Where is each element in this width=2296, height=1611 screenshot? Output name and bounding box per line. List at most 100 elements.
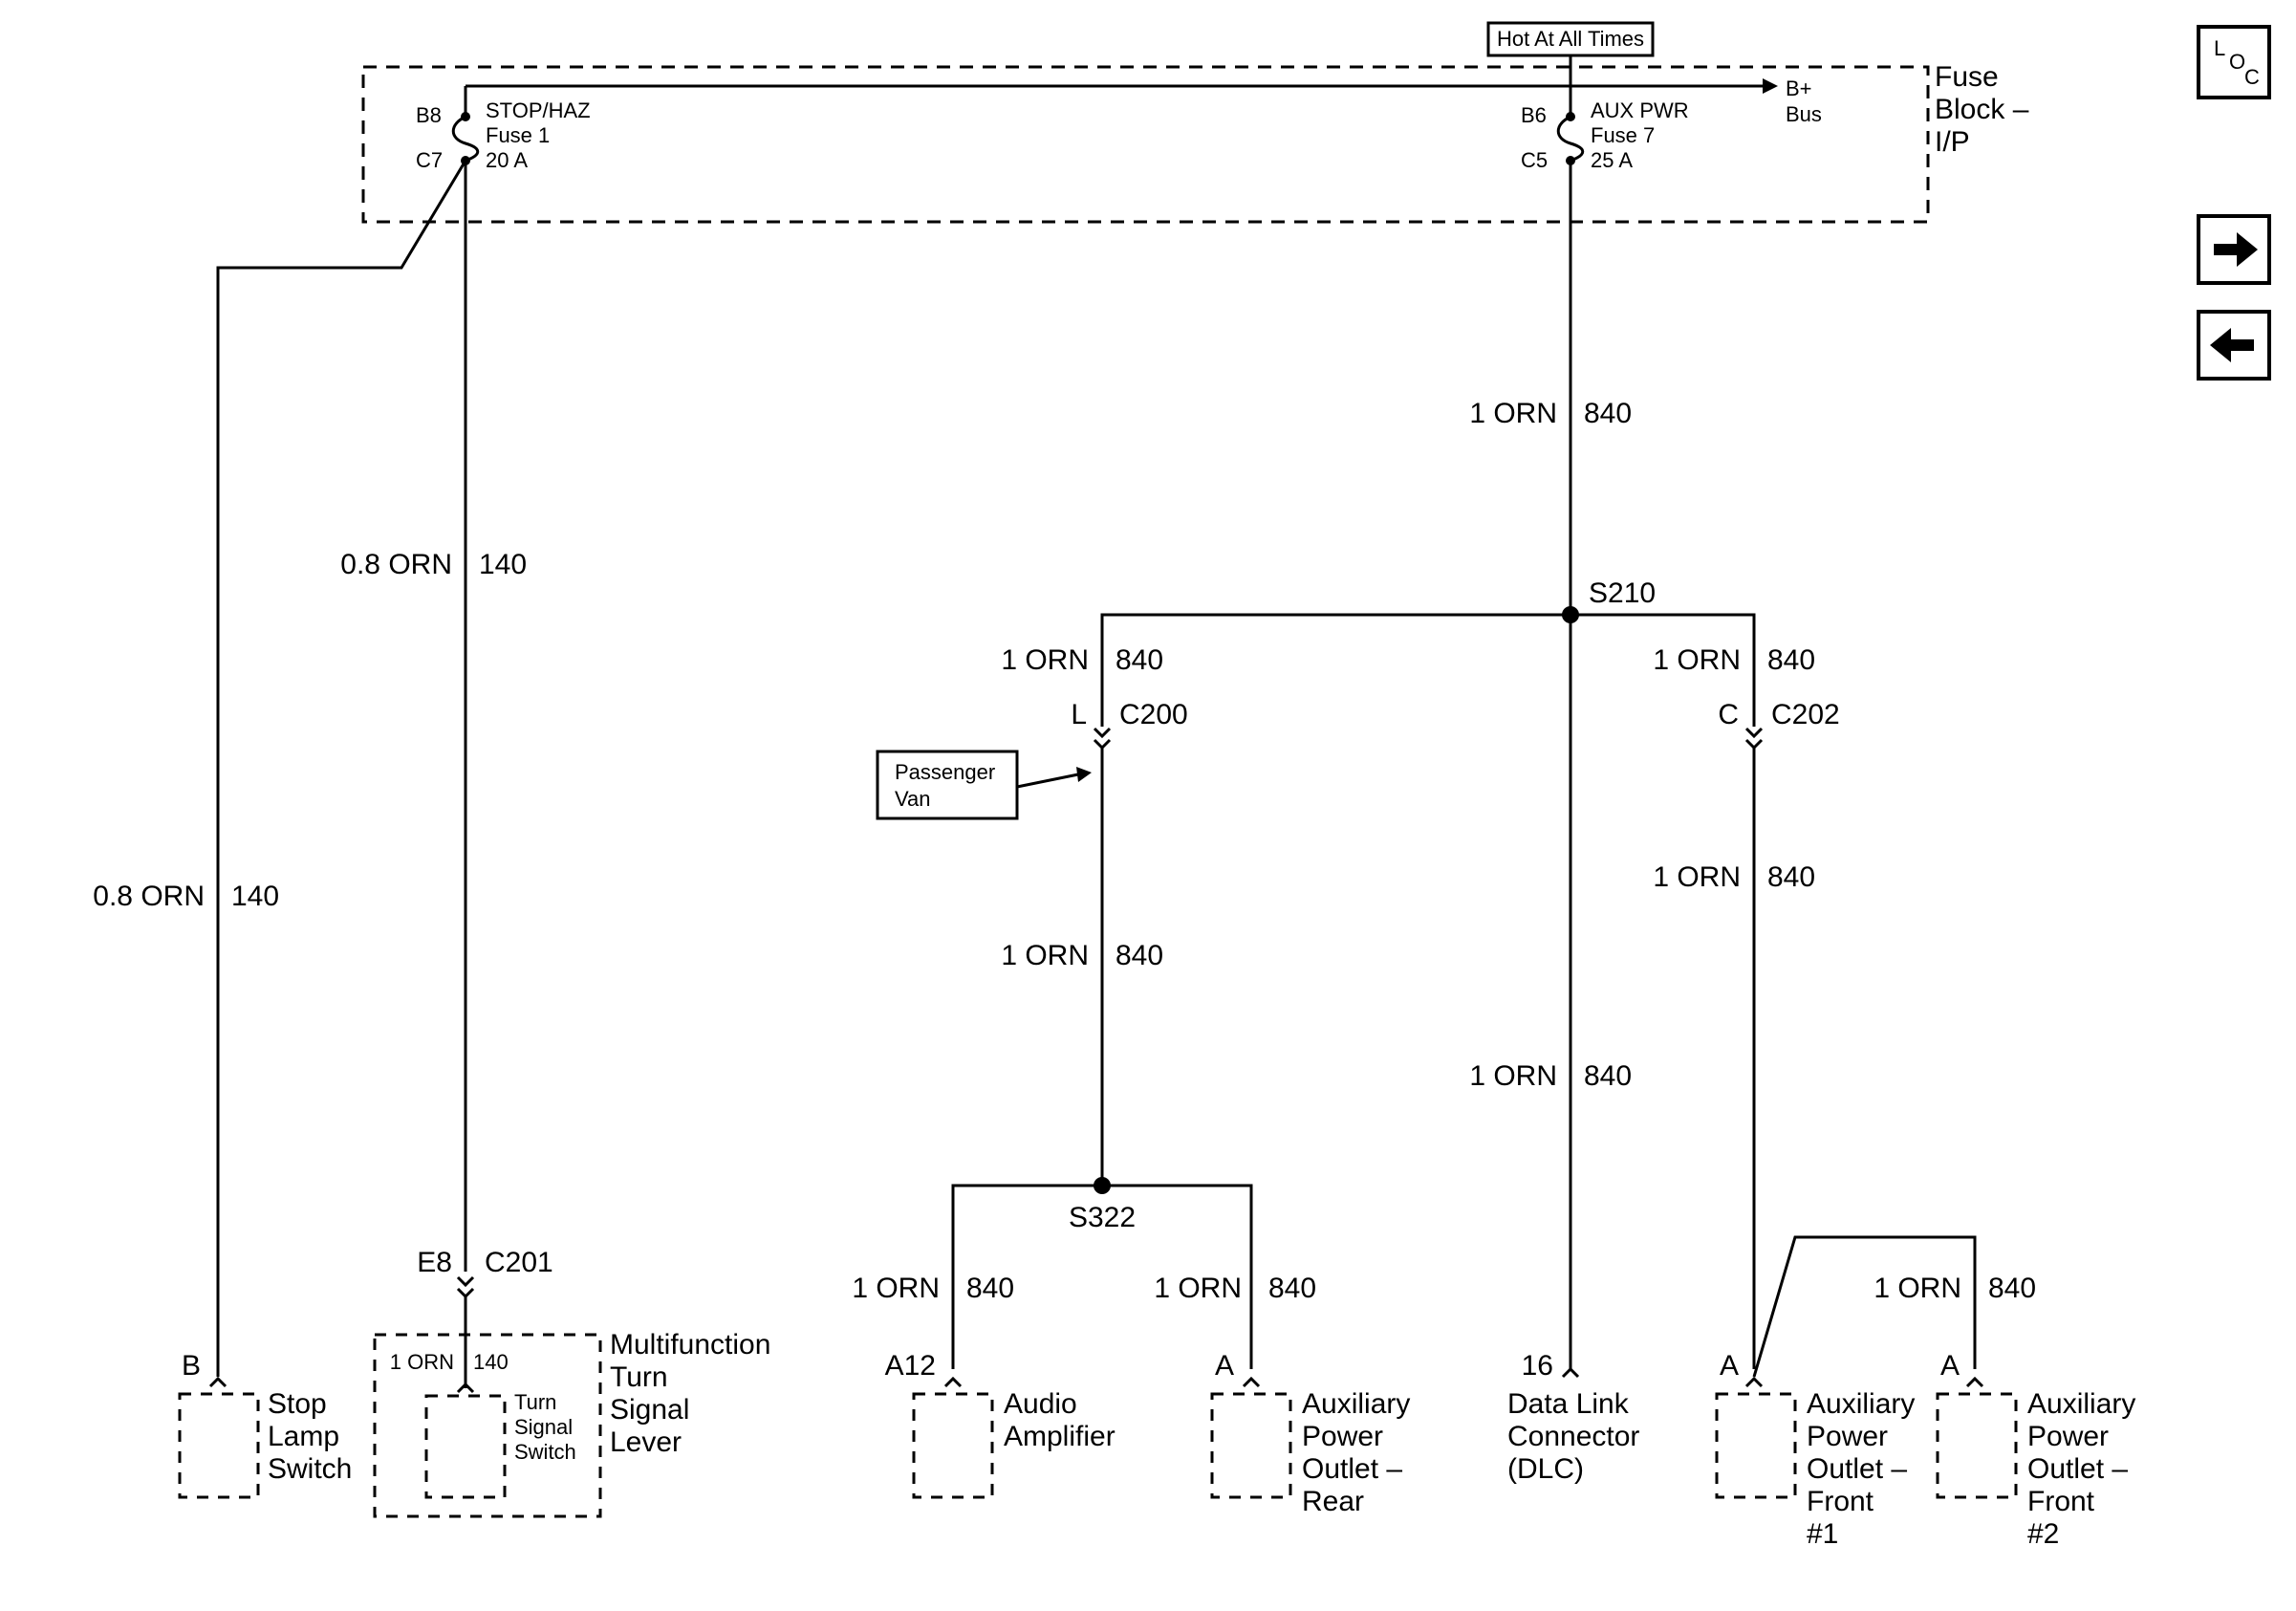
aux-rear-name-2: Power [1302, 1421, 1383, 1452]
aux-rear-name-4: Rear [1302, 1486, 1364, 1517]
inner-wire-circuit: 140 [473, 1350, 509, 1374]
turn-signal-name-1: Turn [514, 1390, 556, 1414]
wire-label-gauge: 0.8 ORN [93, 881, 205, 912]
dlc-name-3: (DLC) [1507, 1453, 1584, 1485]
wire-label-gauge: 0.8 ORN [340, 549, 452, 580]
fuse1-symbol [451, 86, 480, 163]
fuse-block-outline [361, 65, 1930, 224]
wire-label-gauge: 1 ORN [1874, 1273, 1961, 1304]
wire-label-circuit: 840 [1584, 398, 1632, 429]
aux-rear-name-3: Outlet – [1302, 1453, 1402, 1485]
fuse-block-label-1: Fuse [1935, 61, 1999, 93]
passenger-van-pointer [1016, 773, 1079, 789]
passenger-van-note-box [876, 750, 1019, 820]
wire-label-circuit: 840 [1767, 644, 1815, 676]
c200-connector-symbol [1093, 727, 1112, 751]
loc-letter-o: O [2229, 50, 2245, 74]
stop-lamp-name-3: Switch [268, 1453, 352, 1485]
fuse1-top-pin: B8 [416, 103, 442, 127]
aux-front1-name-1: Auxiliary [1807, 1388, 1915, 1420]
aux-front2-name-1: Auxiliary [2027, 1388, 2135, 1420]
bus-arrowhead [1763, 78, 1778, 94]
dlc-pin: 16 [1522, 1350, 1553, 1382]
passenger-van-line2: Van [895, 787, 931, 811]
aux-front1-name-4: Front [1807, 1486, 1874, 1517]
wire-840-branches [1100, 613, 1756, 727]
dlc-name-2: Connector [1507, 1421, 1639, 1452]
wire-label-gauge: 1 ORN [1001, 940, 1089, 971]
c200-pin: L [1071, 699, 1087, 730]
wire-label-circuit: 840 [1988, 1273, 2036, 1304]
multifunction-lever-box [373, 1333, 602, 1518]
aux-front1-pin: A [1720, 1350, 1739, 1382]
fuse7-name: AUX PWR [1591, 98, 1689, 122]
wire-label-circuit: 840 [1268, 1273, 1316, 1304]
wire-label-gauge: 1 ORN [1469, 1060, 1557, 1092]
audio-amp-pin-symbol [943, 1376, 963, 1388]
aux-front2-name-2: Power [2027, 1421, 2109, 1452]
aux-front1-name-3: Outlet – [1807, 1453, 1907, 1485]
wire-label-gauge: 1 ORN [852, 1273, 940, 1304]
aux-front2-name-4: Front [2027, 1486, 2095, 1517]
aux-front2-pin: A [1940, 1350, 1960, 1382]
wire-label-circuit: 840 [1767, 861, 1815, 893]
aux-rear-name-1: Auxiliary [1302, 1388, 1410, 1420]
aux-front2-name-5: #2 [2027, 1518, 2059, 1550]
next-page-button[interactable] [2197, 214, 2271, 285]
fuse1-number: Fuse 1 [486, 123, 550, 147]
aux-outlet-front1-box [1715, 1392, 1797, 1499]
wire-label-gauge: 1 ORN [1001, 644, 1089, 676]
aux-front2-name-3: Outlet – [2027, 1453, 2128, 1485]
wire-label-circuit: 140 [231, 881, 279, 912]
c201-pin: E8 [417, 1247, 452, 1278]
wire-label-gauge: 1 ORN [1653, 861, 1741, 893]
multifunction-name-2: Turn [610, 1361, 668, 1393]
c202-connector-symbol [1744, 727, 1764, 751]
inner-wire-gauge: 1 ORN [390, 1350, 454, 1374]
loc-letter-c: C [2244, 65, 2260, 89]
fuse-block-label-2: Block – [1935, 94, 2029, 125]
s210-label: S210 [1589, 577, 1656, 609]
turn-signal-name-2: Signal [514, 1415, 573, 1439]
wire-label-circuit: 840 [1584, 1060, 1632, 1092]
stop-lamp-pin: B [182, 1350, 201, 1382]
audio-amp-name-2: Amplifier [1004, 1421, 1116, 1452]
stop-lamp-pin-symbol [208, 1376, 227, 1388]
wire-label-circuit: 140 [479, 549, 527, 580]
prev-page-button[interactable] [2197, 310, 2271, 381]
hot-at-all-times-label: Hot At All Times [1497, 27, 1644, 51]
c201-name: C201 [485, 1247, 553, 1278]
loc-letter-l: L [2214, 36, 2225, 60]
c202-pin: C [1718, 699, 1739, 730]
wire-840-front2-branch [1752, 1235, 1977, 1378]
aux-front1-pin-symbol [1744, 1376, 1764, 1388]
bus-label-1: B+ [1786, 76, 1812, 100]
wire-140-stop-lamp [216, 160, 467, 1377]
fuse7-rating: 25 A [1591, 148, 1633, 172]
passenger-van-arrowhead [1076, 767, 1092, 782]
audio-amp-pin: A12 [885, 1350, 936, 1382]
multifunction-name-4: Lever [610, 1426, 682, 1458]
stop-lamp-switch-box [178, 1392, 260, 1499]
aux-outlet-rear-box [1210, 1392, 1292, 1499]
fuse1-name: STOP/HAZ [486, 98, 591, 122]
arrow-right-icon [2214, 232, 2258, 267]
loc-button[interactable]: L O C [2197, 25, 2271, 99]
passenger-van-line1: Passenger [895, 760, 995, 784]
wire-label-circuit: 840 [1116, 644, 1163, 676]
audio-amplifier-box [912, 1392, 994, 1499]
aux-front1-name-5: #1 [1807, 1518, 1838, 1550]
stop-lamp-name-2: Lamp [268, 1421, 339, 1452]
dlc-name-1: Data Link [1507, 1388, 1630, 1420]
fuse-block-label-3: I/P [1935, 126, 1970, 158]
turn-signal-name-3: Switch [514, 1440, 576, 1464]
audio-amp-name-1: Audio [1004, 1388, 1077, 1420]
arrow-left-icon [2210, 328, 2254, 362]
wire-label-gauge: 1 ORN [1469, 398, 1557, 429]
turn-signal-switch-box [424, 1394, 507, 1499]
fuse7-top-terminal [1566, 112, 1575, 121]
wire-label-circuit: 840 [966, 1273, 1014, 1304]
fuse1-rating: 20 A [486, 148, 528, 172]
c202-name: C202 [1771, 699, 1840, 730]
